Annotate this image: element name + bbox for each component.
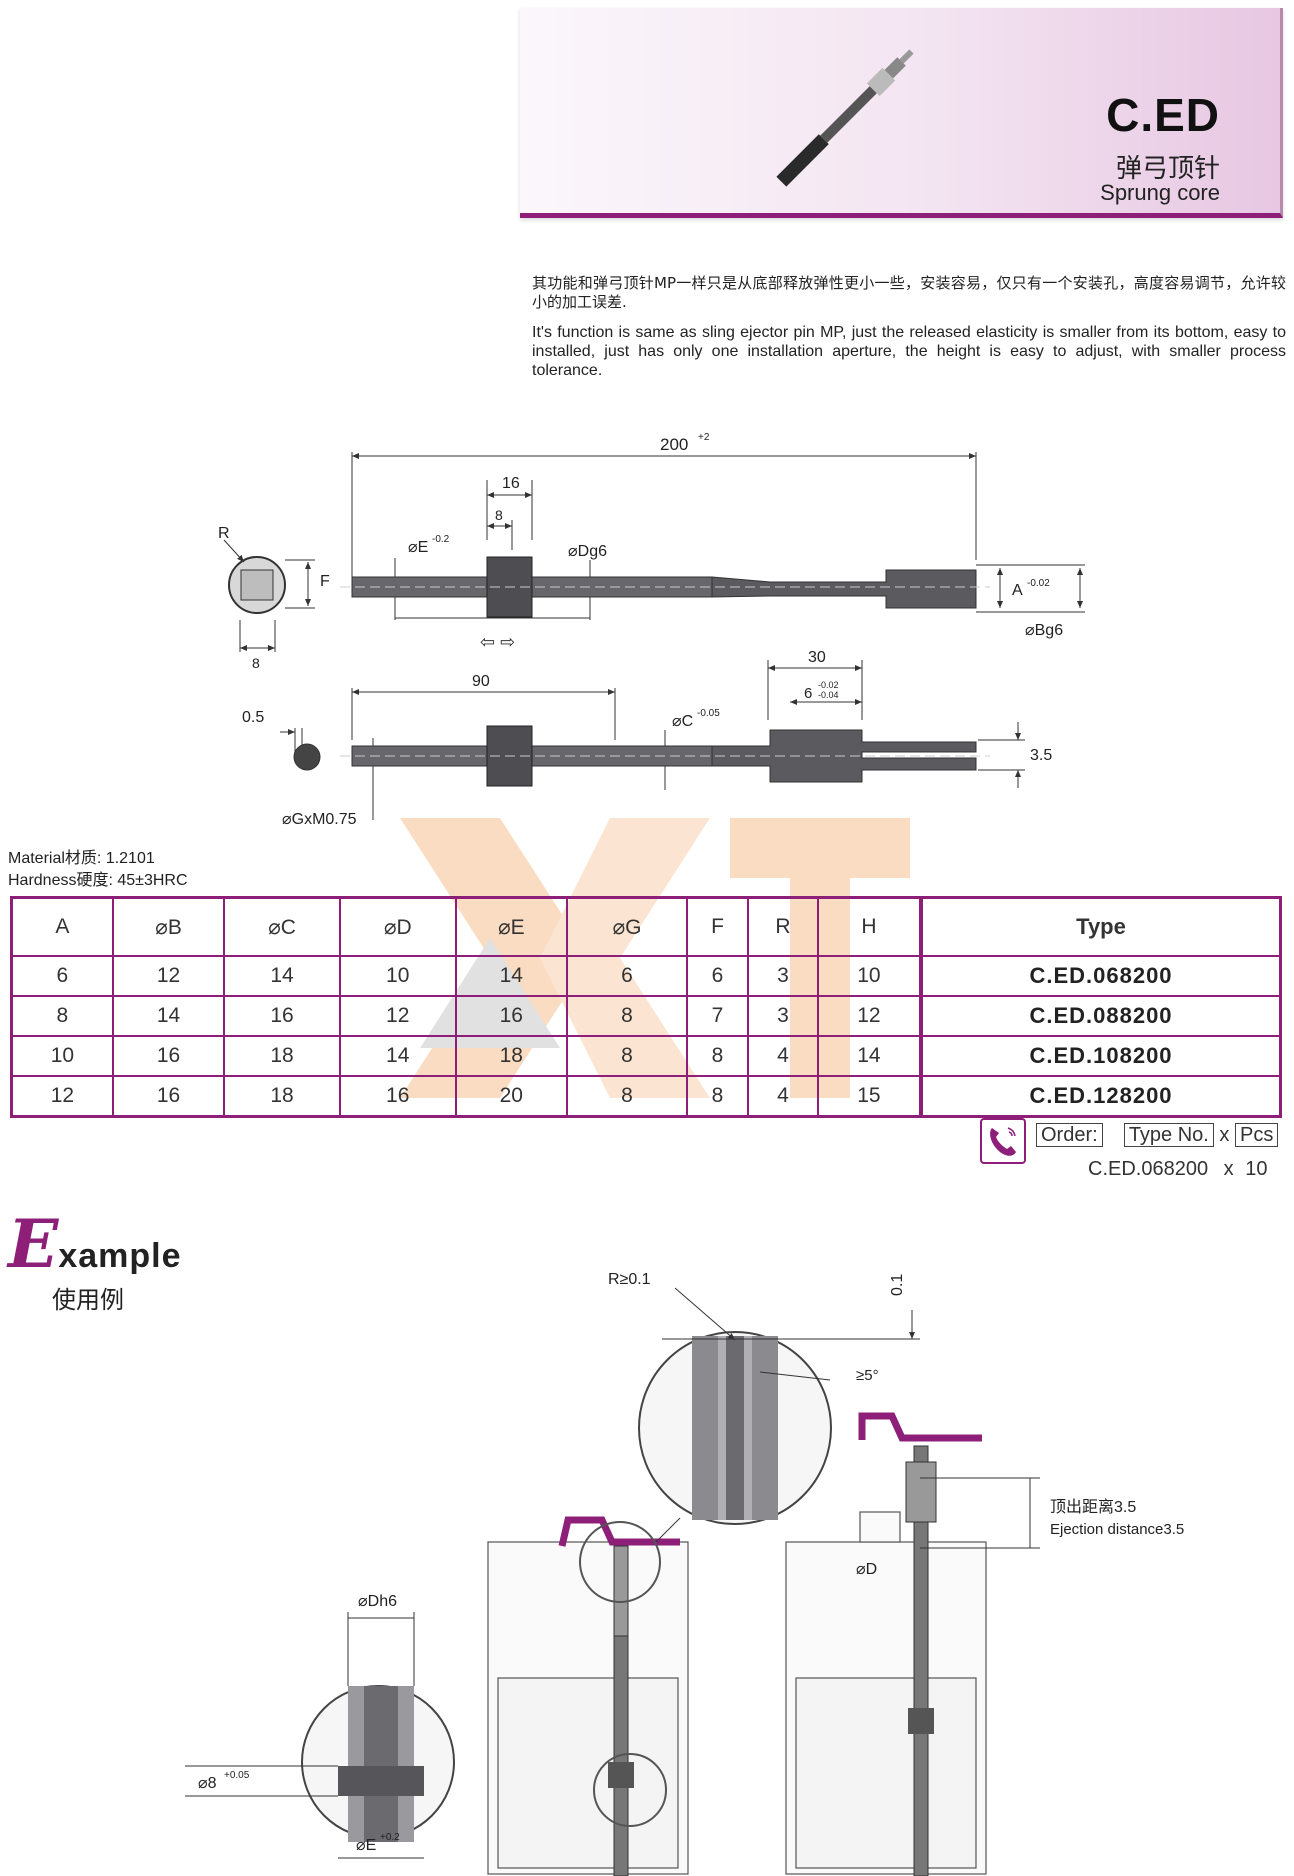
col-header: H xyxy=(816,896,923,957)
order-example: C.ED.068200 x 10 xyxy=(1088,1158,1268,1180)
svg-text:0.1: 0.1 xyxy=(889,1274,906,1296)
header-banner: C.ED 弹弓顶针 Sprung core xyxy=(520,8,1283,218)
product-title-en: Sprung core xyxy=(1100,180,1220,205)
svg-text:8: 8 xyxy=(252,655,260,671)
dim-total-length: 200 xyxy=(660,435,688,454)
svg-text:顶出距离3.5: 顶出距离3.5 xyxy=(1050,1498,1136,1516)
col-header: ⌀E xyxy=(454,896,569,957)
order-label-row: Order: Type No. x Pcs xyxy=(1036,1123,1279,1147)
ejector-pin-upper xyxy=(340,556,990,618)
order-label: Order: xyxy=(1036,1123,1103,1147)
svg-text:⌀8: ⌀8 xyxy=(198,1775,217,1792)
svg-text:-0.04: -0.04 xyxy=(818,690,839,700)
example-heading: Example xyxy=(8,1205,182,1283)
col-header-type: Type xyxy=(919,896,1282,957)
col-header: R xyxy=(747,896,819,957)
product-code: C.ED xyxy=(1106,89,1220,141)
order-type-no: Type No. xyxy=(1123,1123,1214,1147)
col-header: ⌀D xyxy=(338,896,457,957)
description-en: It's function is same as sling ejector p… xyxy=(532,324,1286,379)
svg-text:≥5°: ≥5° xyxy=(856,1367,879,1384)
svg-text:6: 6 xyxy=(804,685,812,702)
svg-text:⌀GxM0.75: ⌀GxM0.75 xyxy=(282,811,357,828)
col-header: ⌀C xyxy=(223,896,341,957)
svg-text:A: A xyxy=(1012,582,1023,599)
material-text: Material材质: 1.2101 xyxy=(8,850,155,867)
type-cell: C.ED.108200 xyxy=(919,1035,1282,1077)
svg-text:90: 90 xyxy=(472,673,490,690)
svg-text:8: 8 xyxy=(495,507,503,523)
phone-icon xyxy=(980,1118,1026,1164)
svg-text:3.5: 3.5 xyxy=(1030,747,1052,764)
order-pcs: Pcs xyxy=(1234,1123,1279,1147)
sprung-core-photo xyxy=(776,49,914,187)
svg-text:R: R xyxy=(218,525,230,542)
description-cn: 其功能和弹弓顶针MP一样只是从底部释放弹性更小一些，安装容易，仅只有一个安装孔，… xyxy=(532,274,1286,311)
svg-text:⌀Dg6: ⌀Dg6 xyxy=(568,543,607,560)
example-diagram: R≥0.1 0.1 ≥5° 顶出距离3.5 Ejection distance3… xyxy=(185,1271,1184,1876)
col-header: F xyxy=(685,896,750,957)
product-title-cn: 弹弓顶针 xyxy=(1115,154,1220,184)
hardness-text: Hardness硬度: 45±3HRC xyxy=(8,872,188,889)
svg-text:⇦ ⇨: ⇦ ⇨ xyxy=(480,632,515,652)
svg-text:+0.2: +0.2 xyxy=(380,1832,400,1843)
svg-text:30: 30 xyxy=(808,649,826,666)
svg-text:⌀E: ⌀E xyxy=(408,539,428,556)
svg-text:-0.02: -0.02 xyxy=(818,680,839,690)
svg-text:16: 16 xyxy=(502,475,520,492)
order-example-type: C.ED.068200 xyxy=(1088,1158,1209,1180)
svg-text:+0.05: +0.05 xyxy=(224,1770,250,1781)
svg-text:⌀Bg6: ⌀Bg6 xyxy=(1025,622,1063,639)
svg-text:+2: +2 xyxy=(698,432,710,443)
svg-text:⌀C: ⌀C xyxy=(672,713,693,730)
type-cell: C.ED.068200 xyxy=(919,955,1282,997)
svg-text:⌀E: ⌀E xyxy=(356,1837,376,1854)
table-header-row: A ⌀B ⌀C ⌀D ⌀E ⌀G F R H Type xyxy=(10,896,1282,957)
svg-text:F: F xyxy=(320,573,330,590)
type-cell: C.ED.128200 xyxy=(919,1075,1282,1118)
example-heading-cn: 使用例 xyxy=(52,1286,124,1314)
svg-text:⌀Dh6: ⌀Dh6 xyxy=(358,1593,397,1610)
col-header: A xyxy=(10,896,114,957)
type-cell: C.ED.088200 xyxy=(919,995,1282,1037)
ejector-pin-lower xyxy=(340,725,990,787)
svg-text:⌀D: ⌀D xyxy=(856,1561,877,1578)
technical-drawing: ⇦ ⇨ 200 +2 16 8 ⌀E -0.2 ⌀Dg6 A -0.02 ⌀Bg… xyxy=(218,432,1085,828)
svg-text:-0.05: -0.05 xyxy=(697,708,720,719)
svg-text:0.5: 0.5 xyxy=(242,709,264,726)
col-header: ⌀B xyxy=(111,896,226,957)
svg-text:-0.2: -0.2 xyxy=(432,534,450,545)
svg-text:R≥0.1: R≥0.1 xyxy=(608,1271,651,1288)
svg-text:-0.02: -0.02 xyxy=(1027,578,1050,589)
col-header: ⌀G xyxy=(566,896,688,957)
order-example-qty: 10 xyxy=(1245,1158,1268,1180)
svg-text:Ejection distance3.5: Ejection distance3.5 xyxy=(1050,1521,1184,1538)
